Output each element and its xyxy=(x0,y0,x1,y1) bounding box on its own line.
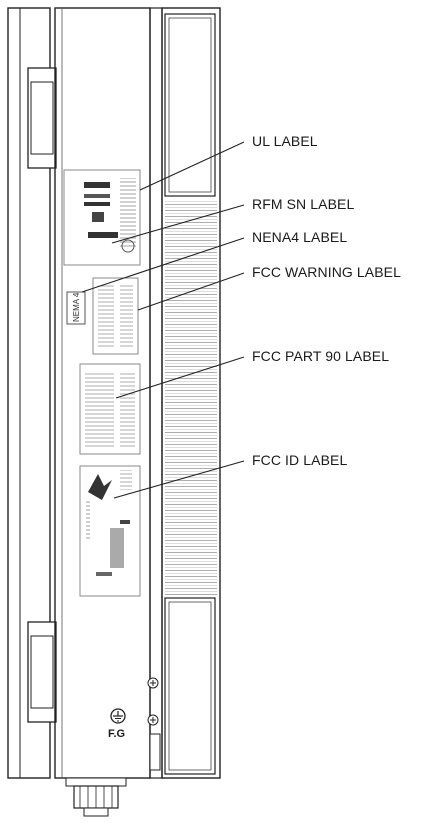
left-door-panel xyxy=(7,7,51,779)
leader-fcc-part90 xyxy=(115,356,245,399)
callout-fcc-warning-label: FCC WARNING LABEL xyxy=(252,264,401,280)
fcc-part90-plate xyxy=(79,363,141,455)
ground-icon xyxy=(110,708,126,724)
manufacturer-logo-icon xyxy=(88,474,112,500)
leader-fcc-warning xyxy=(137,272,245,311)
nema4-tag-text: NEMA 4 xyxy=(72,292,81,322)
lower-hinge xyxy=(27,621,57,723)
callout-leader-lines xyxy=(81,141,245,499)
callout-ul-label: UL LABEL xyxy=(252,133,318,149)
callout-nena4-label: NENA4 LABEL xyxy=(252,229,348,245)
leader-rfm-sn xyxy=(111,204,245,244)
leader-ul xyxy=(139,141,245,191)
callout-fcc-part90-label: FCC PART 90 LABEL xyxy=(252,348,390,364)
callout-fcc-id-label: FCC ID LABEL xyxy=(252,452,348,468)
upper-hinge xyxy=(27,67,57,169)
nema4-tag: NEMA 4 xyxy=(66,291,86,325)
fcc-warning-plate xyxy=(92,277,139,355)
bottom-connector xyxy=(65,777,127,817)
ul-label-plate xyxy=(63,169,141,266)
callout-rfm-sn-label: RFM SN LABEL xyxy=(252,196,355,212)
side-screws xyxy=(147,677,161,771)
leader-nena4 xyxy=(81,237,245,293)
fcc-id-plate xyxy=(79,465,141,597)
leader-fcc-id xyxy=(113,460,245,499)
heatsink xyxy=(161,7,221,779)
ground-label: F.G xyxy=(108,728,126,740)
